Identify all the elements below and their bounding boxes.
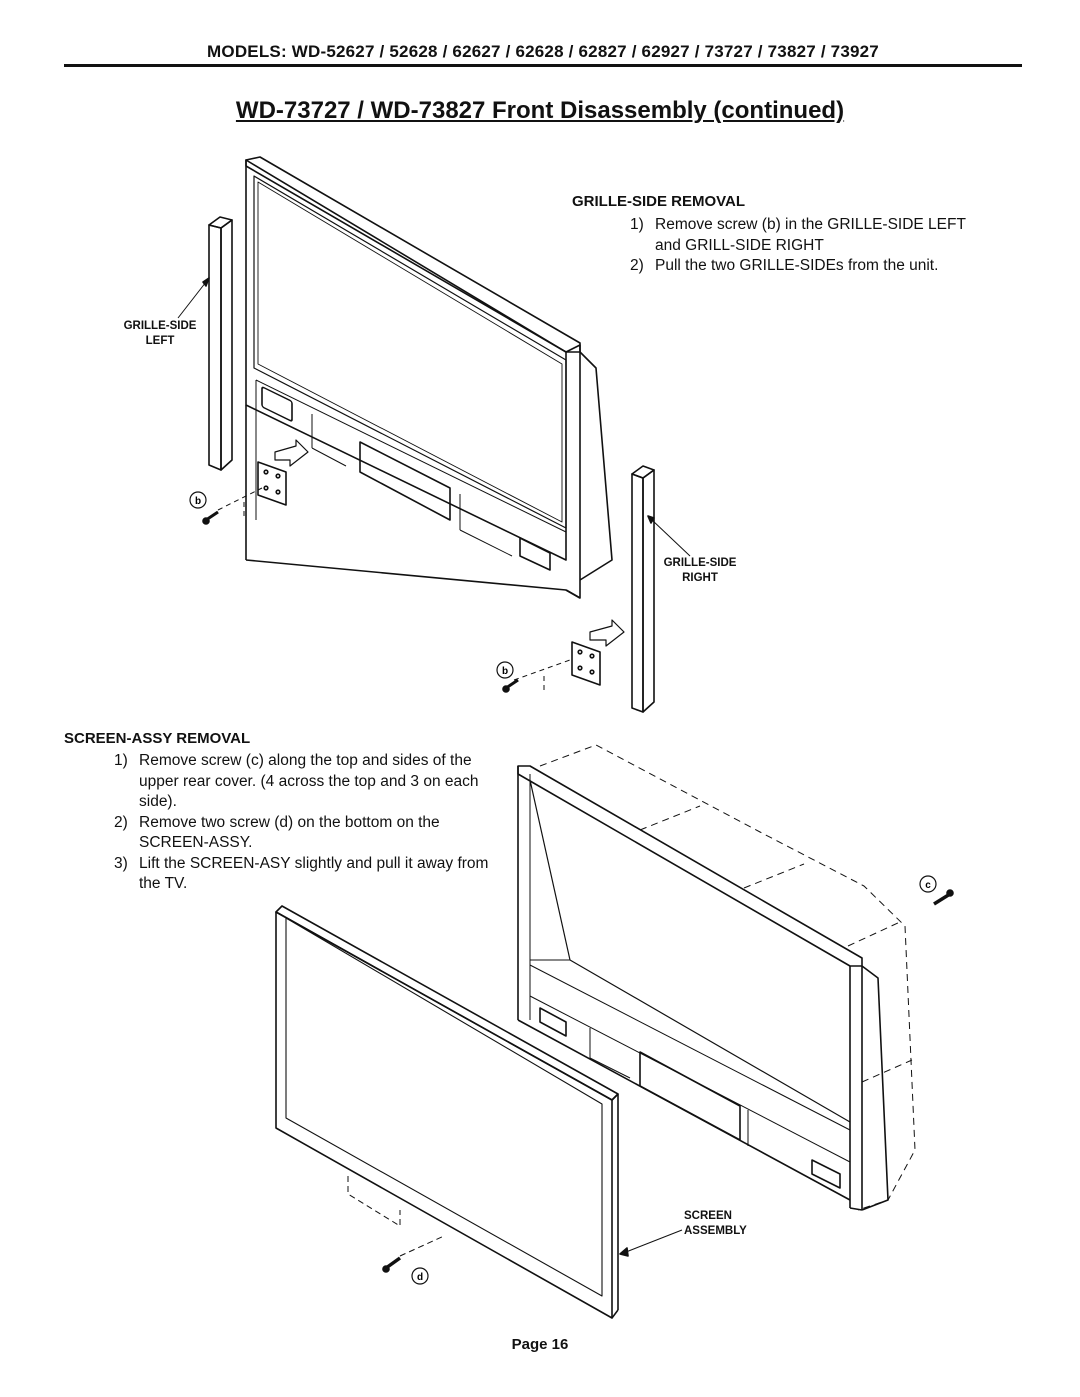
- lower-tv-drawing: [275, 744, 916, 1319]
- step-text: Remove two screw (d) on the bottom on th…: [139, 813, 440, 852]
- page-title: WD-73727 / WD-73827 Front Disassembly (c…: [235, 97, 845, 124]
- screen-assembly-label: SCREEN ASSEMBLY: [684, 1209, 774, 1239]
- step-number: 3): [114, 854, 128, 872]
- models-header: MODELS: WD-52627 / 52628 / 62627 / 62628…: [207, 42, 879, 61]
- screen-assy-steps: 1) Remove screw (c) along the top and sid…: [106, 751, 498, 895]
- step-number: 2): [114, 813, 128, 831]
- step-number: 1): [114, 752, 128, 769]
- grille-step-1: 1) Remove screw (b) in the GRILLE-SIDE LE…: [622, 215, 992, 256]
- screw-c-icon: [933, 889, 954, 906]
- header-divider: [64, 64, 1022, 67]
- step-text: Remove screw (c) along the top and sides…: [139, 752, 479, 810]
- grille-side-steps: 1) Remove screw (b) in the GRILLE-SIDE LE…: [622, 215, 992, 277]
- screw-b-right-icon: [502, 678, 519, 693]
- screw-d-icon: [382, 1256, 402, 1273]
- step-text: Lift the SCREEN-ASY slightly and pull it…: [139, 854, 489, 893]
- screen-step-2: 2) Remove two screw (d) on the bottom on …: [106, 813, 498, 854]
- step-number: 1): [630, 216, 644, 233]
- screw-b-left-label: b: [195, 496, 201, 507]
- grille-side-left-label: GRILLE-SIDE LEFT: [112, 319, 208, 349]
- label-line: LEFT: [145, 335, 175, 347]
- screw-c-label: c: [925, 880, 931, 891]
- step-number: 2): [630, 257, 644, 274]
- page-number: Page 16: [511, 1336, 569, 1353]
- grille-step-2: 2) Pull the two GRILLE-SIDEs from the uni…: [622, 256, 992, 277]
- upper-tv-drawing: [177, 156, 691, 713]
- label-line: GRILLE-SIDE: [123, 320, 197, 332]
- label-line: SCREEN: [684, 1210, 732, 1222]
- label-line: GRILLE-SIDE: [663, 557, 737, 569]
- grille-side-heading: GRILLE-SIDE REMOVAL: [572, 193, 746, 210]
- screw-b-left-icon: [202, 510, 219, 525]
- screw-d-label: d: [417, 1272, 423, 1283]
- screen-step-1: 1) Remove screw (c) along the top and sid…: [106, 751, 498, 813]
- screen-step-3: 3) Lift the SCREEN-ASY slightly and pull …: [106, 854, 498, 895]
- label-line: RIGHT: [682, 572, 718, 584]
- screw-b-right-label: b: [502, 666, 508, 677]
- grille-side-right-label: GRILLE-SIDE RIGHT: [652, 556, 748, 586]
- step-text: Pull the two GRILLE-SIDEs from the unit.: [655, 257, 939, 274]
- step-text: Remove screw (b) in the GRILLE-SIDE LEFT…: [655, 216, 966, 254]
- label-line: ASSEMBLY: [684, 1225, 747, 1237]
- screen-assy-heading: SCREEN-ASSY REMOVAL: [64, 730, 251, 747]
